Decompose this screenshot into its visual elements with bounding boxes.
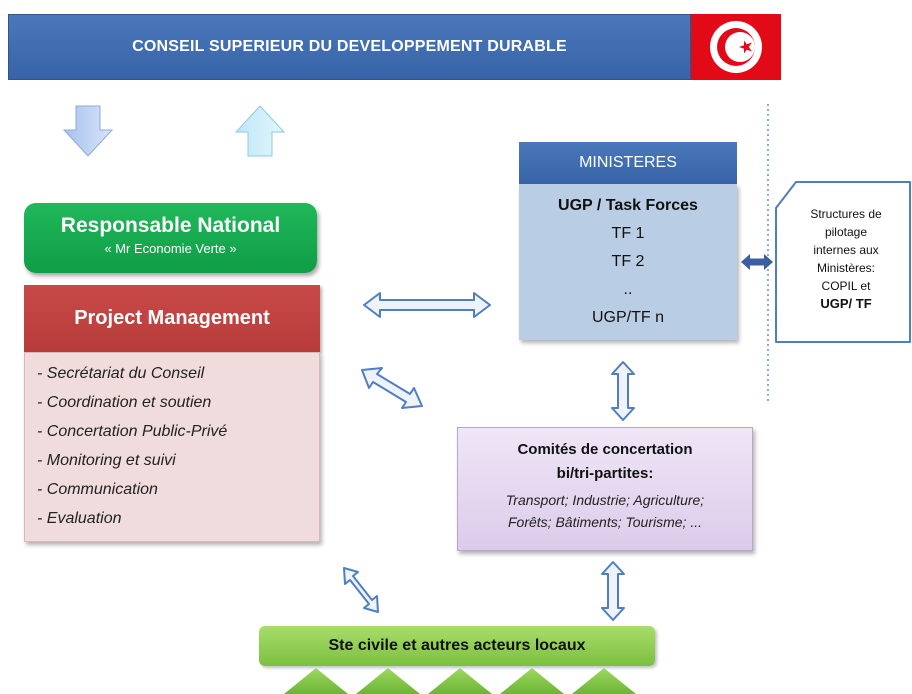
structures-line: pilotage: [824, 225, 868, 239]
ministeres-body: UGP / Task Forces TF 1 TF 2 .. UGP/TF n: [519, 184, 737, 340]
tunisia-flag-icon: [691, 14, 781, 80]
triangle-icon: [356, 668, 420, 694]
council-title: CONSEIL SUPERIEUR DU DEVELOPPEMENT DURAB…: [132, 38, 567, 55]
ministeres-structures-double-arrow-icon: [741, 254, 773, 270]
ste-civile-box: Ste civile et autres acteurs locaux: [259, 626, 655, 666]
project-management-title: Project Management: [74, 307, 270, 329]
project-management-body: - Secrétariat du Conseil - Coordination …: [24, 352, 320, 542]
triangle-icon: [500, 668, 564, 694]
ministeres-line: TF 1: [611, 225, 645, 242]
responsable-national-box: Responsable National « Mr Economie Verte…: [24, 203, 317, 273]
ministeres-line: ..: [623, 281, 633, 298]
responsable-title: Responsable National: [60, 214, 281, 237]
structures-line: Ministères:: [816, 261, 875, 275]
pm-ste-civile-double-arrow-icon: [343, 567, 379, 613]
ministeres-line: UGP/TF n: [591, 309, 664, 326]
list-item: - Concertation Public-Privé: [37, 423, 228, 440]
ministeres-comites-double-arrow-icon: [611, 361, 635, 421]
triangle-icon: [284, 668, 348, 694]
list-item: - Evaluation: [37, 510, 122, 527]
down-arrow-icon: [62, 105, 114, 157]
ste-civile-label: Ste civile et autres acteurs locaux: [328, 637, 586, 654]
triangle-icon: [428, 668, 492, 694]
list-item: - Secrétariat du Conseil: [37, 365, 205, 382]
structures-line: Structures de: [810, 207, 882, 221]
structures-bold-line: UGP/ TF: [820, 296, 872, 311]
structures-line: COPIL et: [821, 279, 871, 293]
pm-ministeres-double-arrow-icon: [363, 292, 491, 318]
structures-line: internes aux: [813, 243, 879, 257]
ministeres-line: UGP / Task Forces: [558, 197, 698, 214]
comites-sectors: Transport; Industrie; Agriculture; Forêt…: [458, 489, 752, 533]
list-item: - Coordination et soutien: [37, 394, 212, 411]
list-item: - Monitoring et suivi: [37, 452, 176, 469]
comites-subtitle: bi/tri-partites:: [556, 465, 654, 482]
comites-sectors-line: Transport; Industrie; Agriculture;: [505, 492, 705, 508]
project-management-list: - Secrétariat du Conseil - Coordination …: [37, 361, 319, 535]
project-management-header: Project Management: [24, 285, 320, 352]
council-banner: CONSEIL SUPERIEUR DU DEVELOPPEMENT DURAB…: [8, 14, 691, 80]
triangle-icon: [572, 668, 636, 694]
list-item: - Communication: [37, 481, 158, 498]
structures-pilotage-text: Structures de pilotage internes aux Mini…: [786, 205, 906, 313]
responsable-subtitle: « Mr Economie Verte »: [104, 241, 237, 256]
ministeres-header: MINISTERES: [519, 142, 737, 184]
ministeres-title: MINISTERES: [579, 154, 677, 171]
comites-title: Comités de concertation: [517, 441, 693, 458]
comites-sectors-line: Forêts; Bâtiments; Tourisme; ...: [508, 514, 702, 530]
dotted-separator: [767, 104, 769, 404]
comites-ste-civile-double-arrow-icon: [601, 561, 625, 621]
ministeres-line: TF 2: [611, 253, 645, 270]
comites-concertation-box: Comités de concertation bi/tri-partites:…: [457, 427, 753, 551]
pm-comites-double-arrow-icon: [361, 367, 423, 409]
up-arrow-icon: [234, 105, 286, 157]
structures-pilotage-shape: [775, 181, 911, 343]
green-triangles: [284, 668, 636, 694]
